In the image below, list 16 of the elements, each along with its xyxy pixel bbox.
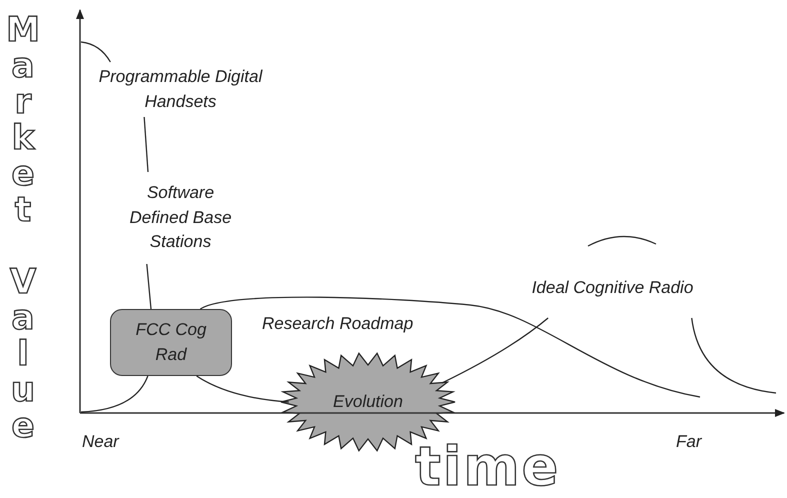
curve-label: Software Defined Base Stations <box>118 172 243 264</box>
curve-line <box>80 41 111 62</box>
curve-label: Research Roadmap <box>262 314 414 334</box>
curve-line <box>196 375 289 403</box>
curve-line <box>200 296 700 398</box>
axis-tick-label: Far <box>676 432 702 452</box>
axis-title: Market Value <box>6 10 40 442</box>
curve-line <box>80 376 148 413</box>
curve-label: Programmable Digital Handsets <box>98 62 263 117</box>
curve-line <box>144 116 149 172</box>
axis-tick-label: Near <box>82 432 119 452</box>
curve-label: Ideal Cognitive Radio <box>530 258 695 318</box>
curve-line <box>146 264 152 310</box>
curve-line <box>691 318 776 394</box>
curve-line <box>442 318 548 384</box>
rounded-box: FCC Cog Rad <box>110 309 232 376</box>
